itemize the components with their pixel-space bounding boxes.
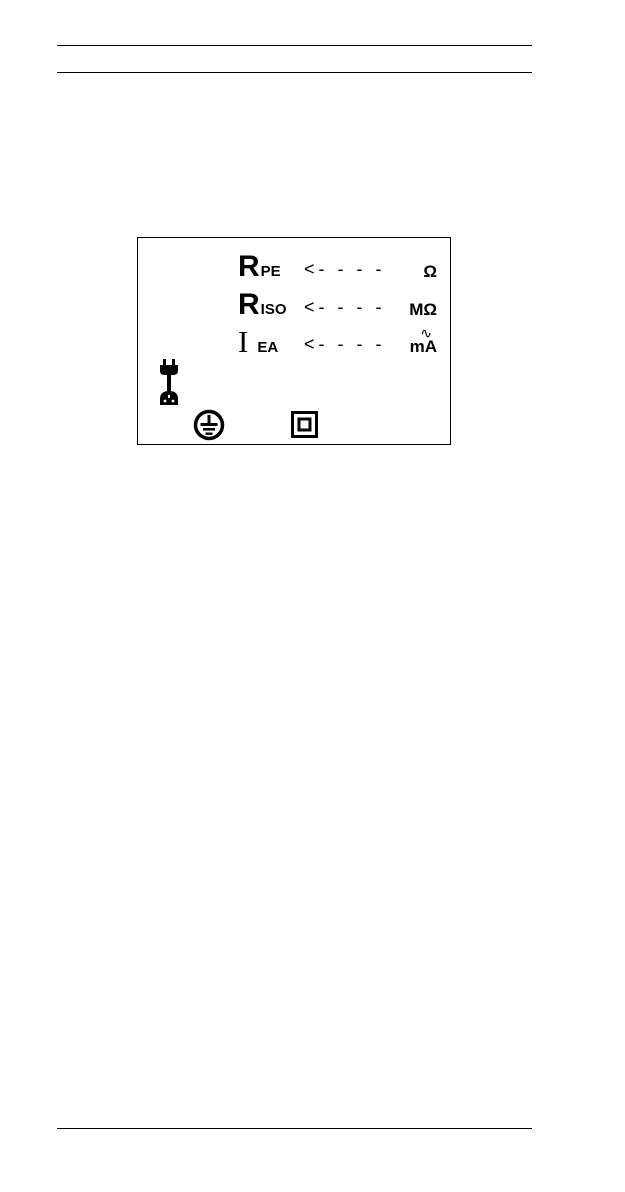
measurement-readout: <- - - - (304, 260, 386, 278)
quantity-subscript: EA (257, 339, 278, 356)
quantity-label: RPE (238, 252, 281, 282)
footer-rule (57, 1128, 532, 1129)
quantity-symbol: I (238, 324, 248, 359)
display-row-riso: RISO <- - - - MΩ (138, 290, 450, 322)
quantity-subscript: ISO (261, 301, 287, 318)
protective-earth-icon (193, 409, 225, 441)
display-row-rpe: RPE <- - - - Ω (138, 252, 450, 284)
measurement-readout: <- - - - (304, 335, 386, 353)
unit-label: MΩ (409, 301, 437, 318)
quantity-symbol: R (238, 250, 260, 283)
unit-label: Ω (423, 263, 437, 280)
double-square-icon (291, 411, 318, 438)
ac-marker: ∿ (420, 326, 432, 340)
unit-label: ∿mA (410, 338, 437, 355)
header-rule-bottom (57, 72, 532, 73)
quantity-symbol: R (238, 288, 260, 321)
display-row-iea: I EA <- - - - ∿mA (138, 327, 450, 359)
quantity-label: RISO (238, 290, 287, 320)
quantity-subscript: PE (261, 263, 281, 280)
header-rule-top (57, 45, 532, 46)
quantity-label: I EA (238, 326, 278, 357)
unit-text: Ω (423, 262, 437, 281)
plug-icon (157, 359, 181, 405)
measurement-readout: <- - - - (304, 298, 386, 316)
unit-text: MΩ (409, 300, 437, 319)
